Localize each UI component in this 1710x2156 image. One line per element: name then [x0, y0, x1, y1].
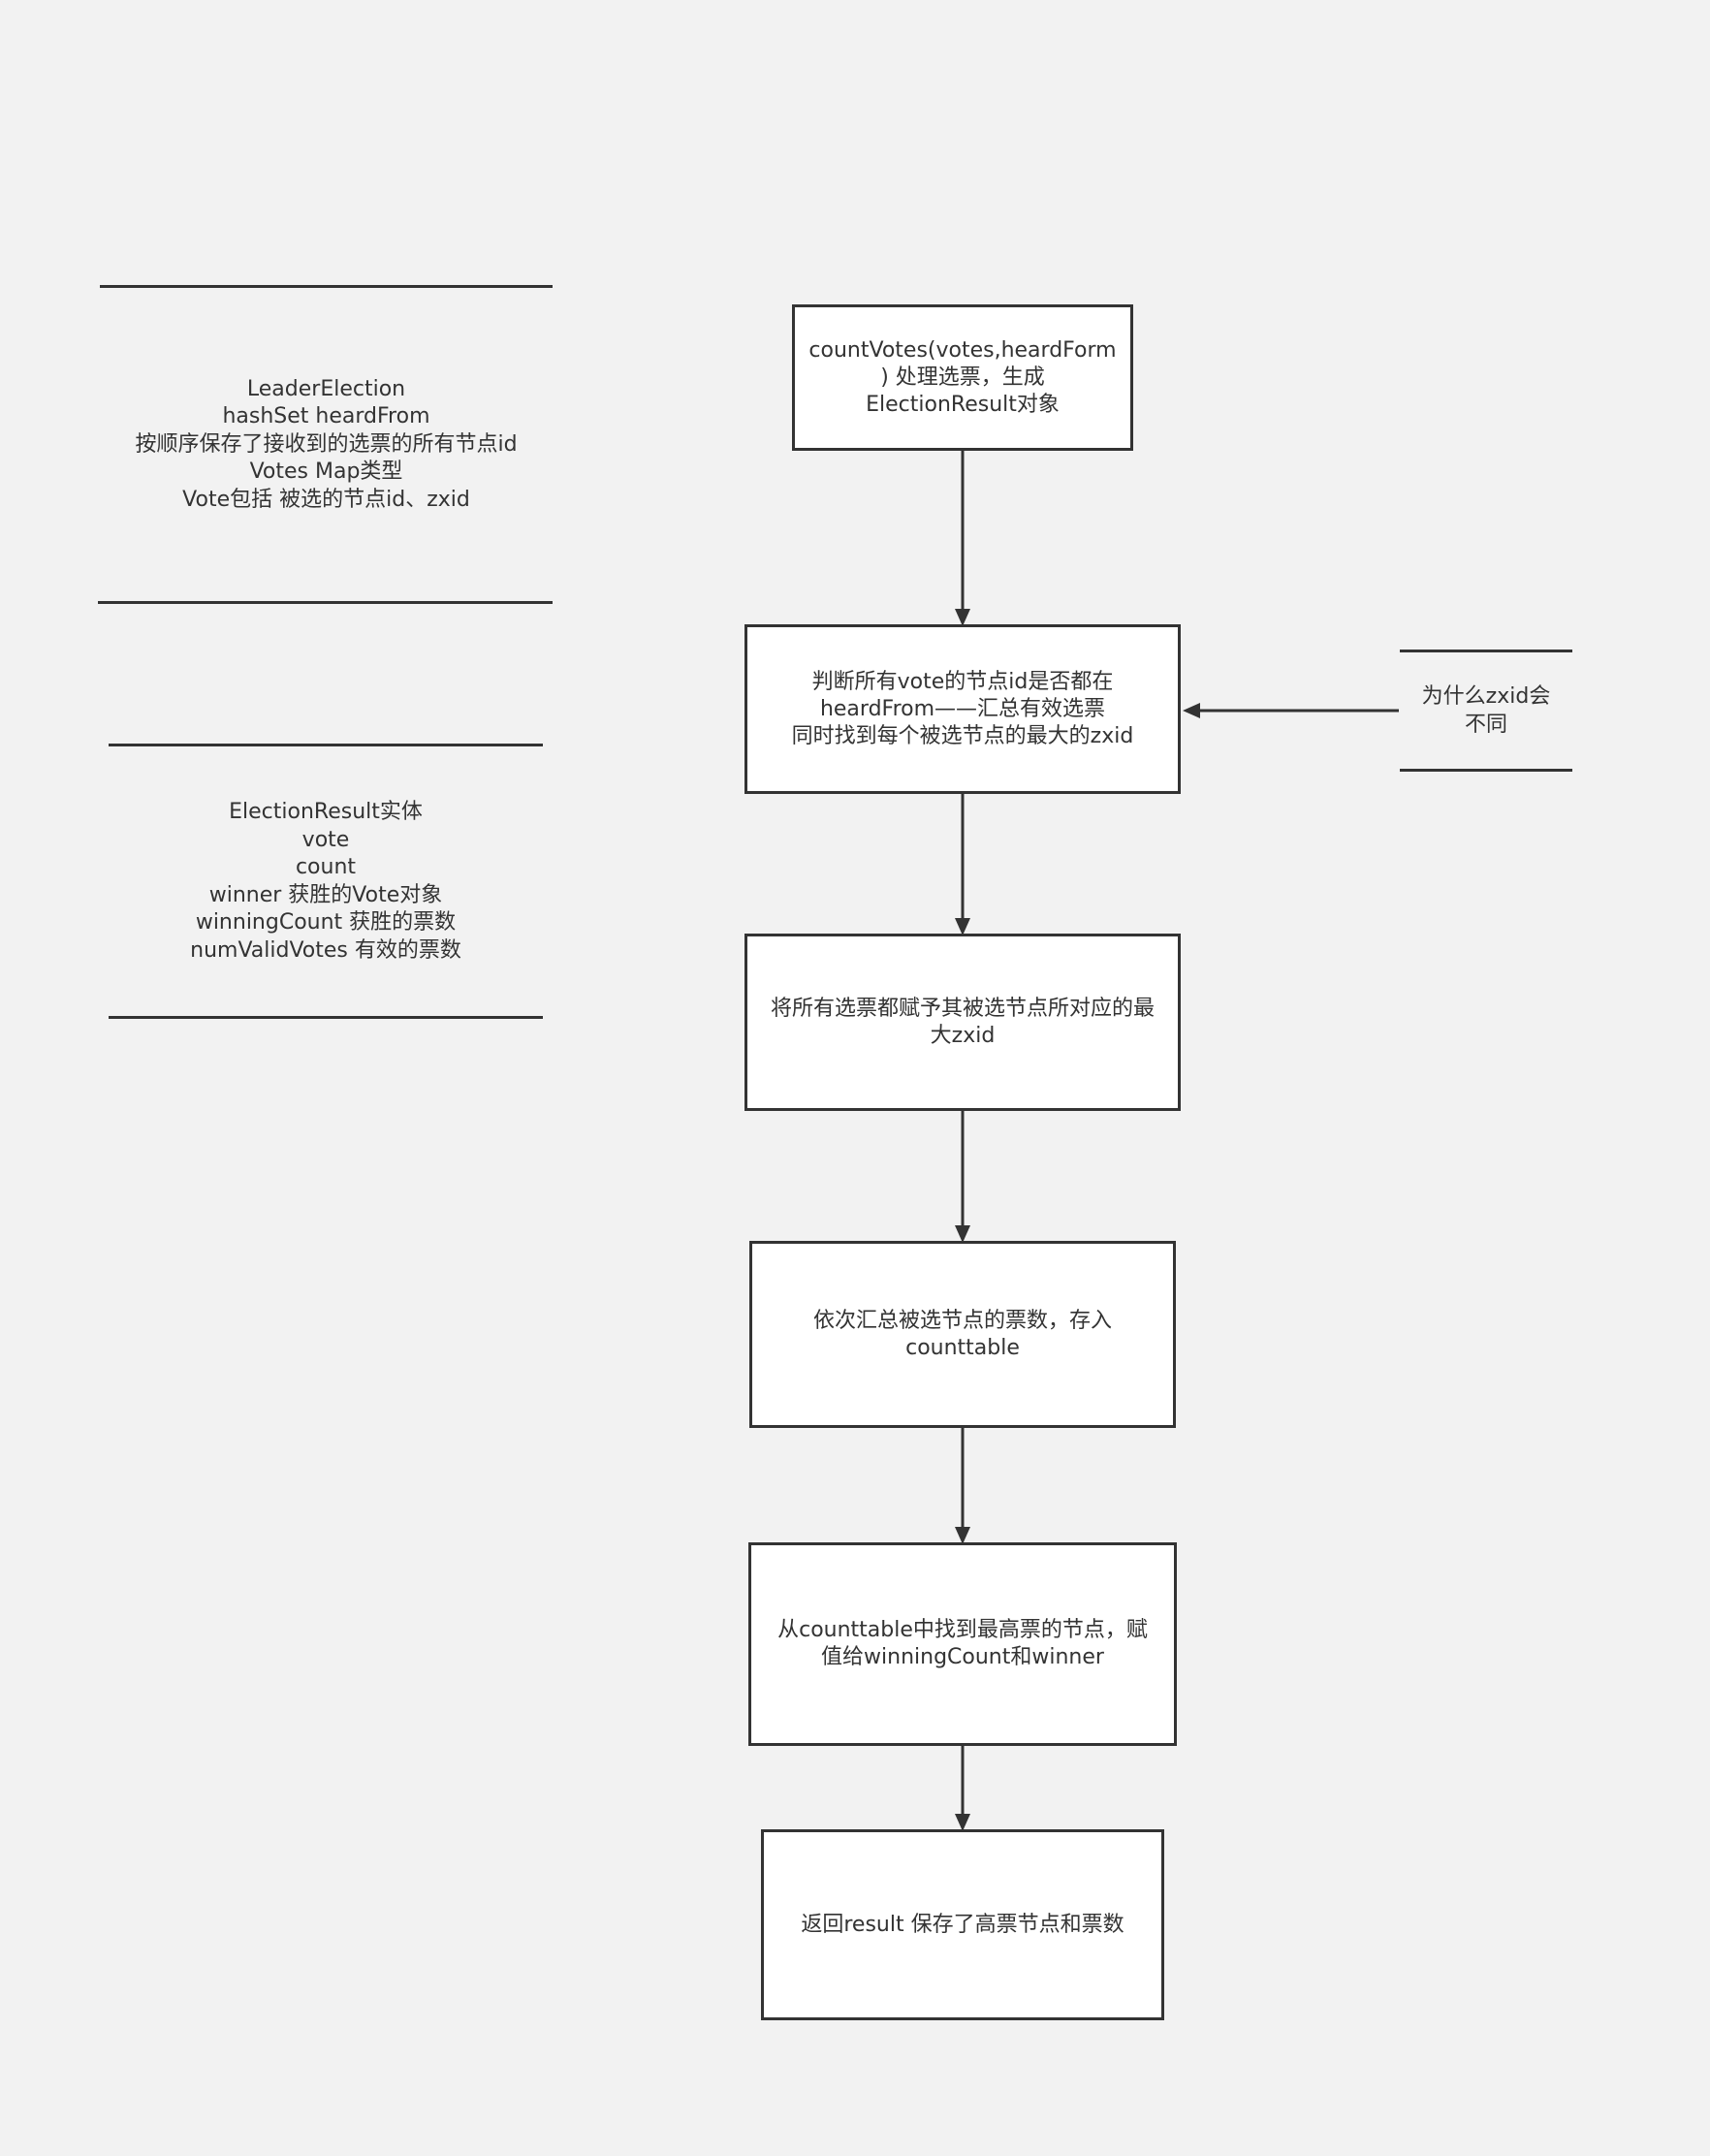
note-election-result-bottom-rule — [109, 1016, 543, 1019]
flow-node-tally-counttable-label: 依次汇总被选节点的票数，存入 counttable — [812, 1308, 1112, 1360]
flow-node-assign-max-zxid-label: 将所有选票都赋予其被选节点所对应的最 大zxid — [770, 996, 1155, 1048]
note-why-zxid[interactable]: 为什么zxid会 不同 — [1400, 652, 1572, 770]
flow-node-count-votes-label: countVotes(votes,heardForm ) 处理选票，生成 Ele… — [808, 337, 1117, 417]
flow-node-find-winner-label: 从counttable中找到最高票的节点，赋 值给winningCount和wi… — [777, 1618, 1148, 1669]
flow-node-find-winner[interactable]: 从counttable中找到最高票的节点，赋 值给winningCount和wi… — [748, 1542, 1177, 1746]
note-election-result-top-rule — [109, 744, 543, 746]
edge-n4-n5 — [955, 1428, 970, 1544]
edge-n3-n4 — [955, 1111, 970, 1243]
note-leader-election-text: LeaderElection hashSet heardFrom 按顺序保存了接… — [135, 376, 518, 512]
flow-node-check-heardfrom[interactable]: 判断所有vote的节点id是否都在 heardFrom——汇总有效选票 同时找到… — [744, 624, 1181, 794]
flow-node-return-result[interactable]: 返回result 保存了高票节点和票数 — [761, 1829, 1164, 2020]
note-why-zxid-text: 为什么zxid会 不同 — [1421, 684, 1551, 737]
note-election-result[interactable]: ElectionResult实体 vote count winner 获胜的Vo… — [109, 746, 543, 1017]
flow-node-check-heardfrom-label: 判断所有vote的节点id是否都在 heardFrom——汇总有效选票 同时找到… — [791, 669, 1134, 748]
flow-node-return-result-label: 返回result 保存了高票节点和票数 — [801, 1912, 1124, 1937]
edge-n2-n3 — [955, 794, 970, 935]
note-why-zxid-top-rule — [1400, 650, 1572, 652]
note-election-result-text: ElectionResult实体 vote count winner 获胜的Vo… — [190, 800, 461, 963]
edge-n1-n2 — [955, 451, 970, 626]
edge-n5-n6 — [955, 1746, 970, 1831]
note-leader-election-bottom-rule — [98, 601, 553, 604]
flow-node-count-votes[interactable]: countVotes(votes,heardForm ) 处理选票，生成 Ele… — [792, 304, 1133, 451]
note-leader-election-top-rule — [100, 285, 553, 288]
note-leader-election[interactable]: LeaderElection hashSet heardFrom 按顺序保存了接… — [100, 288, 553, 602]
note-why-zxid-bottom-rule — [1400, 769, 1572, 772]
flow-node-assign-max-zxid[interactable]: 将所有选票都赋予其被选节点所对应的最 大zxid — [744, 934, 1181, 1111]
edge-why-zxid-n2 — [1183, 703, 1399, 718]
flow-node-tally-counttable[interactable]: 依次汇总被选节点的票数，存入 counttable — [749, 1241, 1176, 1428]
